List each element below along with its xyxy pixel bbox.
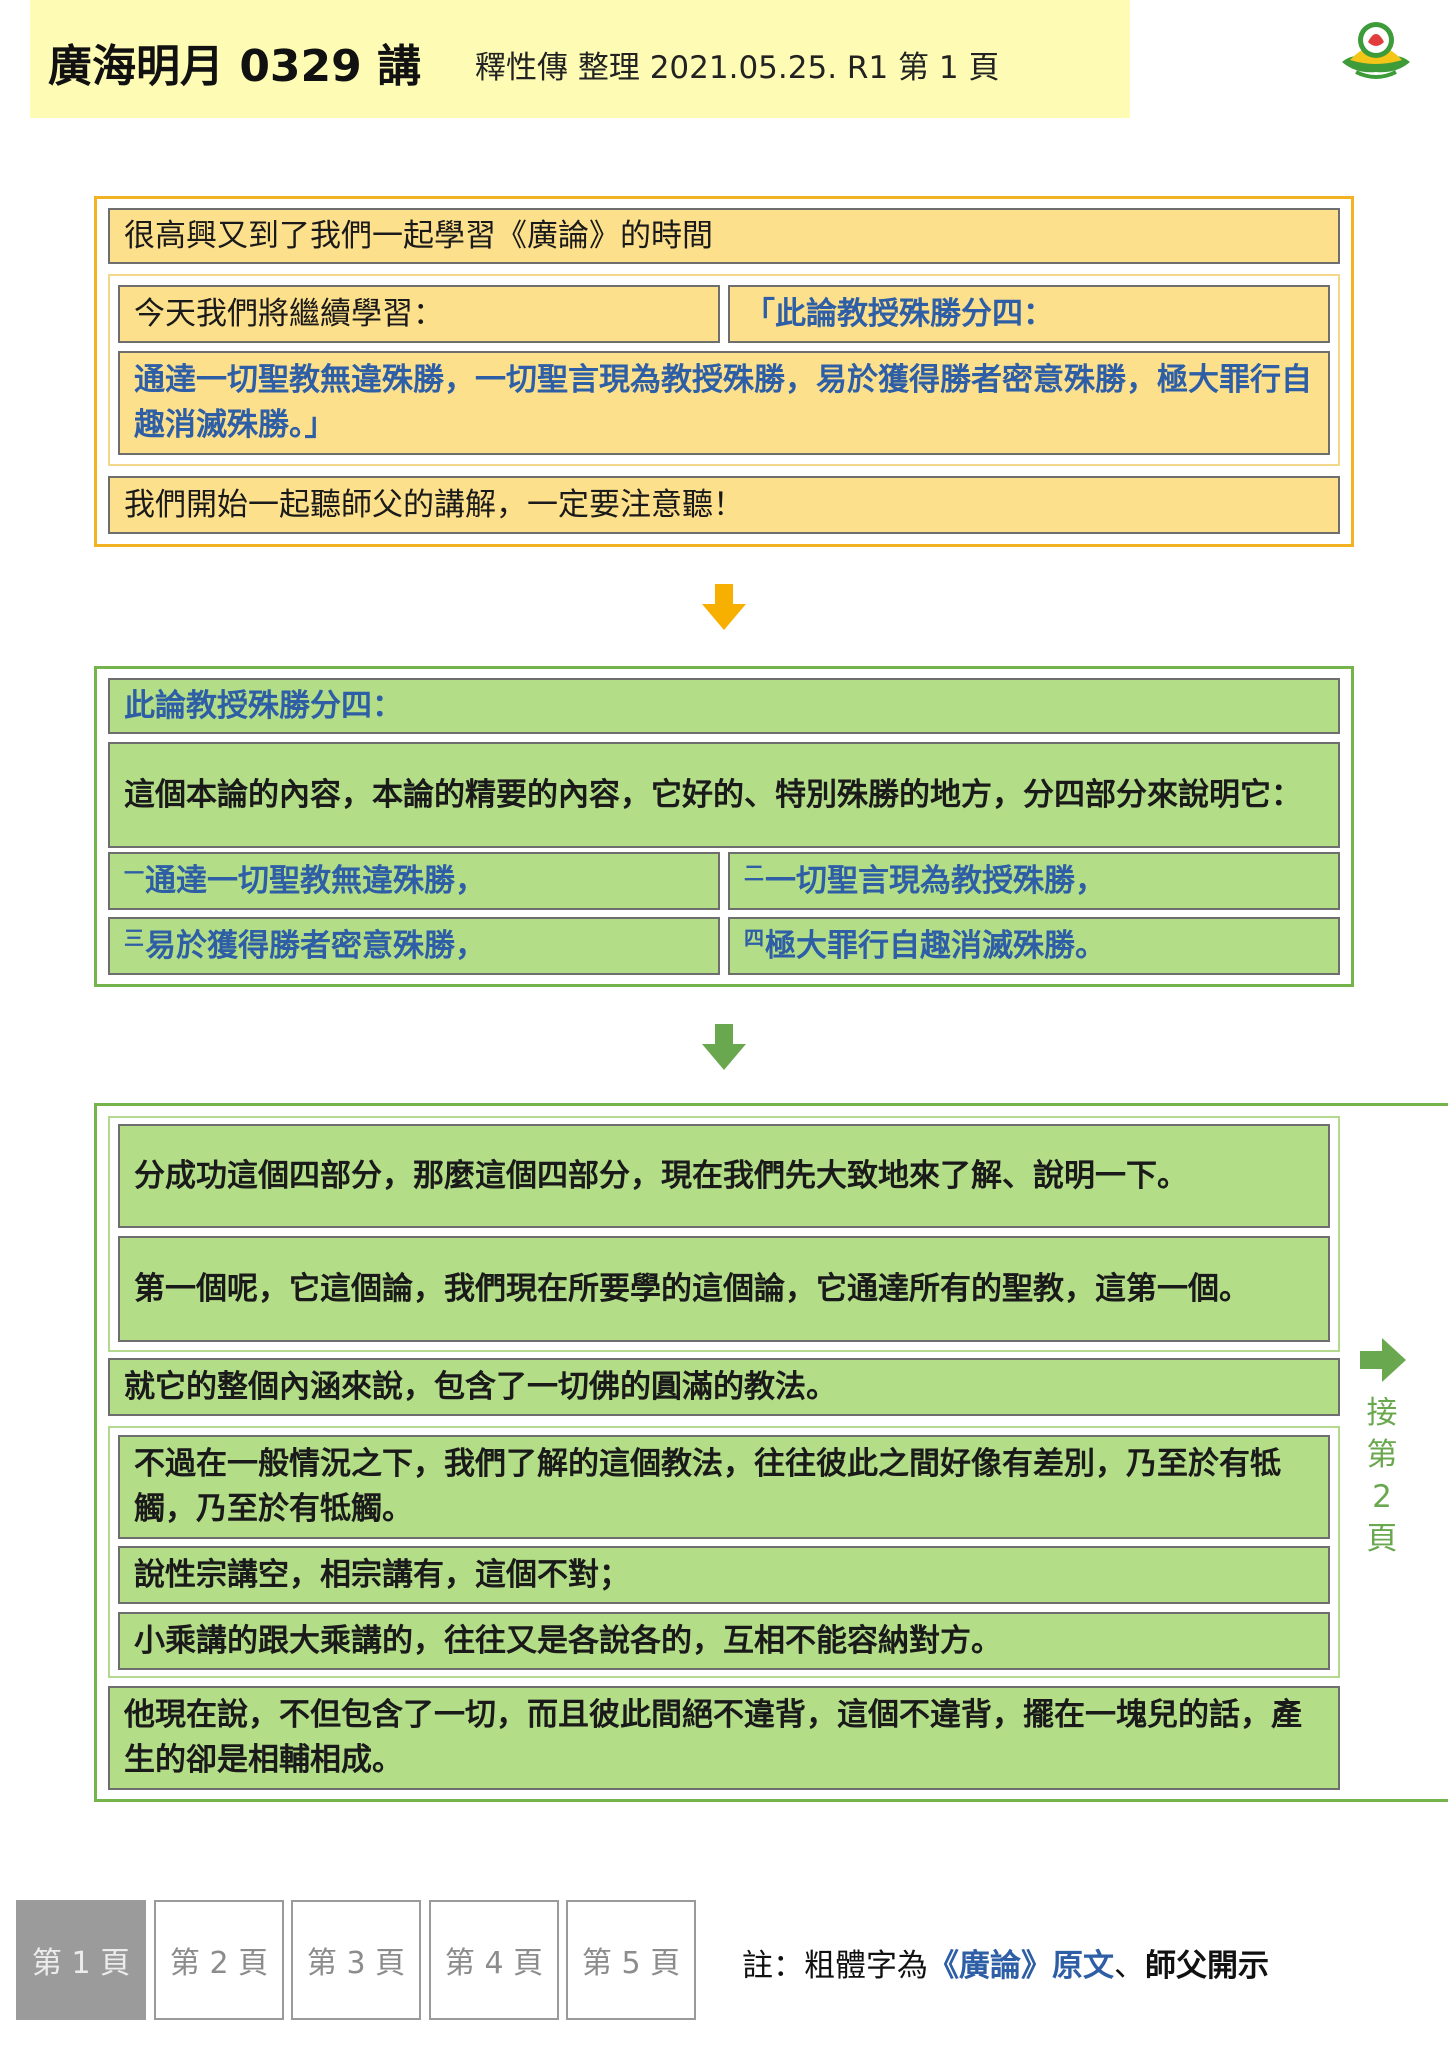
point-text: 易於獲得勝者密意殊勝，: [145, 927, 486, 964]
explanation-group-1: [108, 1116, 1340, 1352]
explanation-text: 分成功這個四部分，那麼這個四部分，現在我們先大致地來了解、說明一下。: [118, 1124, 1330, 1228]
explanation-text: 第一個呢，它這個論，我們現在所要學的這個論，它通達所有的聖教，這第一個。: [118, 1236, 1330, 1342]
point-text: 通達一切聖教無違殊勝，: [145, 862, 486, 899]
point-number: 二: [744, 860, 764, 885]
down-arrow-icon: [702, 584, 746, 630]
summary-section: [94, 666, 1354, 987]
page-3-button[interactable]: 第 3 頁: [291, 1900, 421, 2020]
explanation-group-2: [108, 1426, 1340, 1678]
point-number: 四: [744, 925, 764, 950]
summary-explain: 這個本論的內容，本論的精要的內容，它好的、特別殊勝的地方，分四部分來說明它：: [108, 742, 1340, 848]
footnote-original-text: 《廣論》原文: [928, 1948, 1114, 1984]
point-item: 一通達一切聖教無違殊勝，: [108, 852, 720, 910]
explanation-text: 不過在一般情況之下，我們了解的這個教法，往往彼此之間好像有差別，乃至於有牴觸，乃…: [118, 1435, 1330, 1539]
point-item: 二一切聖言現為教授殊勝，: [728, 852, 1340, 910]
explanation-text: 就它的整個內涵來說，包含了一切佛的圓滿的教法。: [108, 1358, 1340, 1416]
quote-group: [108, 274, 1340, 466]
page-1-button[interactable]: 第 1 頁: [16, 1900, 146, 2020]
page-2-button[interactable]: 第 2 頁: [154, 1900, 284, 2020]
right-arrow-icon[interactable]: [1360, 1338, 1406, 1382]
explanation-section: [94, 1103, 1448, 1802]
footnote-teacher-text: 師父開示: [1145, 1948, 1269, 1984]
point-item: 四極大罪行自趣消滅殊勝。: [728, 917, 1340, 975]
footnote-separator: 、: [1114, 1948, 1145, 1984]
explanation-text: 他現在說，不但包含了一切，而且彼此間絕不違背，這個不違背，擺在一塊兒的話，產生的…: [108, 1686, 1340, 1790]
page-5-button[interactable]: 第 5 頁: [566, 1900, 696, 2020]
listen-text: 我們開始一起聽師父的講解，一定要注意聽！: [108, 476, 1340, 534]
point-number: 一: [124, 860, 144, 885]
page-4-button[interactable]: 第 4 頁: [429, 1900, 559, 2020]
today-text: 今天我們將繼續學習：: [118, 285, 720, 343]
continue-label[interactable]: 接 第 2 頁: [1366, 1395, 1398, 1557]
explanation-text: 說性宗講空，相宗講有，這個不對；: [118, 1546, 1330, 1604]
lotus-logo-icon: [1342, 22, 1410, 79]
intro-section: [94, 196, 1354, 547]
explanation-text: 小乘講的跟大乘講的，往往又是各說各的，互相不能容納對方。: [118, 1612, 1330, 1670]
quote-heading: 「此論教授殊勝分四：: [728, 285, 1330, 343]
point-text: 一切聖言現為教授殊勝，: [765, 862, 1106, 899]
header-banner: 廣海明月 0329 講 釋性傳 整理 2021.05.25. R1 第 1 頁: [30, 0, 1130, 118]
page-title: 廣海明月 0329 講: [48, 41, 422, 92]
point-text: 極大罪行自趣消滅殊勝。: [765, 927, 1106, 964]
page-subtitle: 釋性傳 整理 2021.05.25. R1 第 1 頁: [475, 50, 1000, 86]
footnote-prefix: 註：粗體字為: [742, 1948, 928, 1984]
footnote: 註：粗體字為《廣論》原文、師父開示: [742, 1940, 1269, 1985]
quote-body: 通達一切聖教無違殊勝，一切聖言現為教授殊勝，易於獲得勝者密意殊勝，極大罪行自趣消…: [118, 351, 1330, 455]
summary-heading: 此論教授殊勝分四：: [108, 678, 1340, 734]
point-number: 三: [124, 925, 144, 950]
point-item: 三易於獲得勝者密意殊勝，: [108, 917, 720, 975]
intro-text: 很高興又到了我們一起學習《廣論》的時間: [108, 208, 1340, 264]
down-arrow-icon: [702, 1024, 746, 1070]
